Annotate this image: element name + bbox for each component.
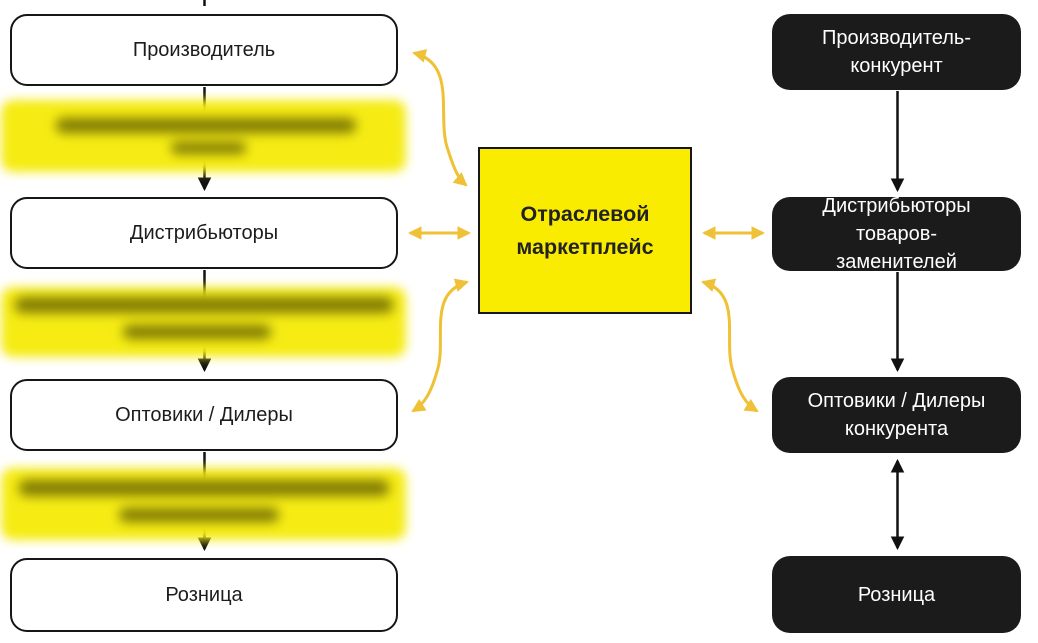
box-substitute-distributors: Дистрибьюторы товаров-заменителей — [772, 195, 1021, 273]
box-producer: Производитель — [10, 14, 398, 86]
box-producer-label: Производитель — [132, 38, 276, 61]
blurred-note-1 — [1, 100, 406, 172]
blurred-text-line — [19, 480, 389, 496]
box-retail-label: Розница — [165, 583, 243, 606]
box-retail: Розница — [10, 558, 398, 632]
box-competitor-retail-label: Розница — [857, 583, 936, 606]
blurred-note-2 — [1, 287, 406, 357]
marketplace-box: Отраслевой маркетплейс — [478, 147, 692, 314]
box-competitor-wholesalers: Оптовики / Дилеры конкурента — [772, 377, 1021, 453]
box-competitor-producer: Производитель-конкурент — [772, 14, 1021, 90]
blurred-text-line — [15, 297, 393, 313]
blurred-note-3 — [1, 468, 406, 540]
box-substitute-distributors-label: Дистрибьюторы товаров-заменителей — [822, 195, 971, 273]
arrow-marketplace-competitor-wholesalers-curved — [701, 278, 759, 413]
box-distributors: Дистрибьюторы — [10, 197, 398, 269]
arrow-producer-marketplace-curved — [411, 49, 468, 187]
blurred-text-line — [56, 118, 356, 133]
box-competitor-retail: Розница — [772, 556, 1021, 633]
marketplace-label: Отраслевой маркетплейс — [516, 202, 654, 259]
box-distributors-label: Дистрибьюторы — [129, 221, 279, 244]
box-competitor-producer-label: Производитель-конкурент — [821, 27, 972, 77]
box-wholesalers-dealers: Оптовики / Дилеры — [10, 379, 398, 451]
blurred-text-line — [171, 142, 246, 154]
blurred-text-line — [123, 325, 271, 339]
box-competitor-wholesalers-label: Оптовики / Дилеры конкурента — [807, 390, 986, 440]
arrow-marketplace-wholesalers-curved — [411, 278, 469, 413]
box-wholesalers-dealers-label: Оптовики / Дилеры — [115, 403, 293, 426]
blurred-text-line — [119, 508, 279, 522]
